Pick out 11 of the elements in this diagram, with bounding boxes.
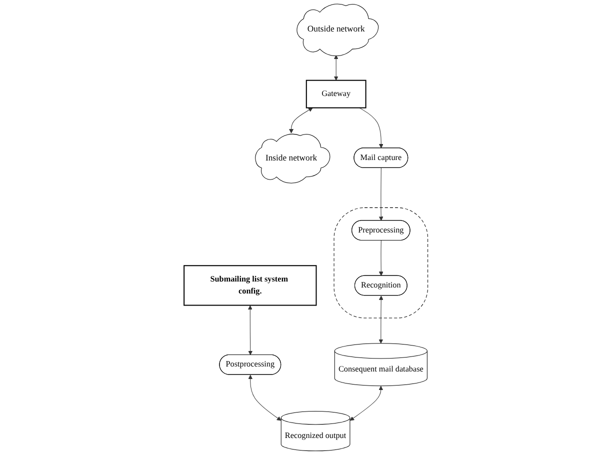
- node-box: Gateway: [306, 80, 366, 108]
- arrow: [248, 374, 282, 421]
- node-box: Submailing list system config.: [184, 265, 317, 306]
- arrow: [359, 108, 384, 148]
- arrow: [378, 240, 384, 276]
- arrow: [378, 168, 384, 221]
- arrow: [378, 296, 384, 344]
- arrow: [350, 386, 384, 421]
- arrow: [289, 108, 313, 134]
- arrow: [334, 54, 338, 81]
- arrow: [248, 305, 253, 356]
